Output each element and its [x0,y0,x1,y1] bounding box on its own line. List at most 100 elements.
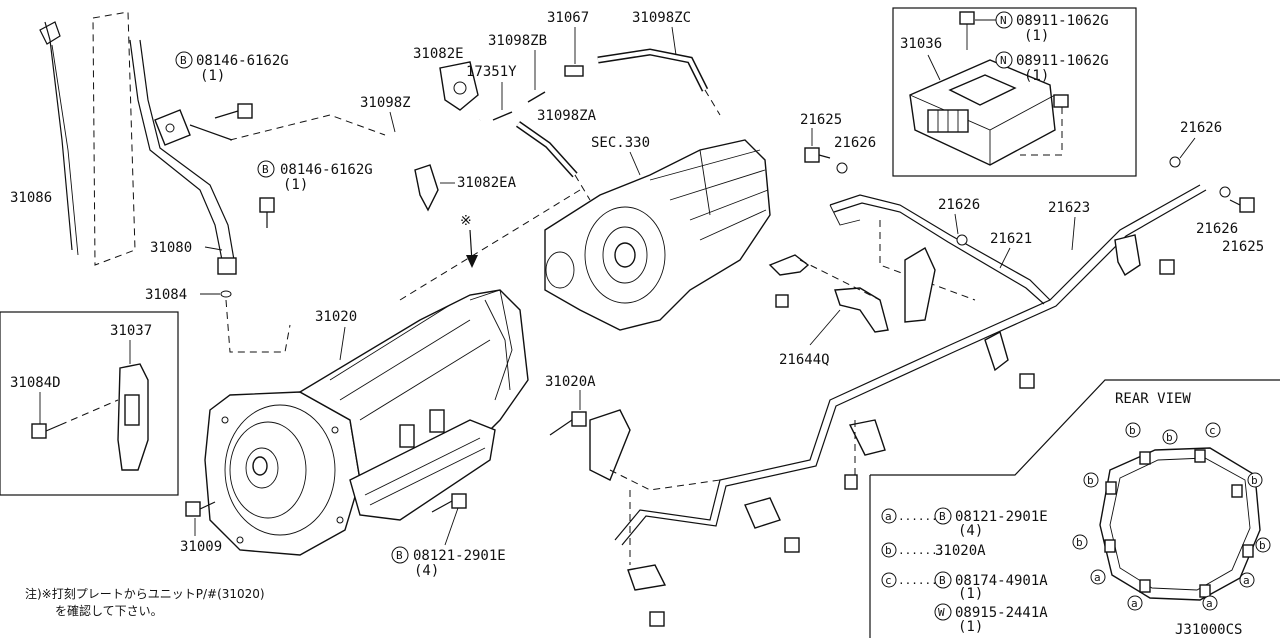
bolt-31084d[interactable] [31,399,119,439]
label-bolt1: 08146-6162G [196,53,289,69]
label-31098zb: 31098ZB [488,33,547,49]
label-nut1-qty: (1) [1024,28,1049,44]
svg-text:(4): (4) [958,523,983,539]
label-31020a: 31020A [545,374,596,390]
label-31082e: 31082E [413,46,464,62]
rear-view-title: REAR VIEW [1115,391,1191,407]
label-21621: 21621 [990,231,1032,247]
clamp-right-1[interactable] [1114,234,1175,277]
label-21626-a: 21626 [834,135,876,151]
clamp-lower-1[interactable] [844,419,886,490]
label-31098zc: 31098ZC [632,10,691,26]
svg-text:b: b [885,544,892,557]
label-31080: 31080 [150,240,192,256]
sensor-31037[interactable] [117,340,149,471]
dipstick-31086[interactable] [39,11,136,266]
inset-box-31036 [892,7,1137,177]
nut-08911-lower[interactable]: N [995,51,1069,156]
rear-view-housing[interactable] [1099,447,1261,601]
washer-21626-a[interactable] [836,162,848,174]
dipstick-tube-31080[interactable] [129,39,237,275]
nut-08911-upper[interactable]: N [959,11,1013,50]
inset-box-31037 [0,311,179,496]
hose-31098za[interactable] [515,121,578,178]
arrow-icon [466,255,478,268]
svg-text:c: c [885,574,892,587]
label-31084d: 31084D [10,375,61,391]
svg-text:N: N [1000,14,1007,27]
note-line-1: 注)※打刻プレートからユニットP/#(31020) [25,586,265,601]
label-21626-d: 21626 [1196,221,1238,237]
cooler-tube-21623[interactable] [829,194,1051,305]
rear-view-border [870,379,1280,476]
hose-31098zc[interactable] [597,48,709,92]
drain-plug-31009[interactable] [185,501,216,517]
o-ring-31084[interactable] [220,290,232,298]
svg-text:W: W [938,606,945,619]
svg-text:a: a [885,510,892,523]
svg-text:(1): (1) [958,619,983,635]
svg-text:c: c [1209,424,1216,437]
clamp-lower-2[interactable] [744,497,800,553]
cooler-tube-21621[interactable] [614,184,1207,546]
label-nut2-qty: (1) [1024,68,1049,84]
label-21623: 21623 [1048,200,1090,216]
hose-31098z[interactable] [384,118,482,137]
svg-text:a: a [1243,574,1250,587]
label-nut1: 08911-1062G [1016,13,1109,29]
label-31067: 31067 [547,10,589,26]
note-mark: ※ [460,213,472,229]
washer-21626-d[interactable] [1219,186,1231,198]
bracket-21644q[interactable] [834,287,889,333]
label-31098za: 31098ZA [537,108,597,124]
washer-21626-b[interactable] [956,234,968,246]
svg-text:08174-4901A: 08174-4901A [955,573,1048,589]
label-31037: 31037 [110,323,152,339]
transfer-case-sec330[interactable] [544,139,771,331]
svg-text:B: B [939,510,946,523]
bolt-08121-2901e[interactable]: B [391,493,467,564]
svg-text:08915-2441A: 08915-2441A [955,605,1048,621]
clip-31082ea[interactable] [414,164,439,212]
bolt-21625-right[interactable] [1229,197,1255,213]
clamp-upper-left[interactable] [768,254,810,308]
svg-text:b: b [1076,536,1083,549]
label-bolt1-qty: (1) [200,68,225,84]
label-bolt2-qty: (1) [283,177,308,193]
svg-text:b: b [1129,424,1136,437]
svg-text:a: a [1206,597,1213,610]
svg-text:b: b [1259,539,1266,552]
rear-view-callouts: b c b b b b b a a a a [1072,422,1271,611]
bracket-mid[interactable] [904,246,936,323]
bolt-08146-lower[interactable]: B [257,160,275,228]
control-unit-31036[interactable] [909,59,1056,166]
hose-31098zb[interactable] [527,91,546,103]
bolt-31020a[interactable] [549,411,587,436]
svg-text:b: b [1251,474,1258,487]
svg-text:N: N [1000,54,1007,67]
svg-text:b: b [1087,474,1094,487]
svg-text:31020A: 31020A [935,543,986,559]
label-bolt3: 08121-2901E [413,548,506,564]
washer-21626-c[interactable] [1169,156,1181,168]
bolt-08146-upper[interactable]: B [175,51,253,119]
svg-text:08121-2901E: 08121-2901E [955,509,1048,525]
legend-row-w: W 08915-2441A (1) [934,603,1048,635]
transmission-31020[interactable] [204,289,529,556]
connector-31067[interactable] [564,65,584,77]
label-21644q: 21644Q [779,352,830,368]
label-21626-c: 21626 [1180,120,1222,136]
label-31086: 31086 [10,190,52,206]
clamp-right-2[interactable] [984,330,1035,389]
clip-31082e[interactable] [439,61,479,111]
label-21626-b: 21626 [938,197,980,213]
legend-row-c: c ........ B 08174-4901A (1) [881,571,1048,602]
svg-text:b: b [1166,431,1173,444]
bolt-21625-left[interactable] [804,147,831,163]
bracket-lower[interactable] [589,409,667,627]
pipe-17351y[interactable] [492,111,513,121]
svg-text:........: ........ [898,544,951,557]
label-nut2: 08911-1062G [1016,53,1109,69]
label-31082ea: 31082EA [457,175,517,191]
